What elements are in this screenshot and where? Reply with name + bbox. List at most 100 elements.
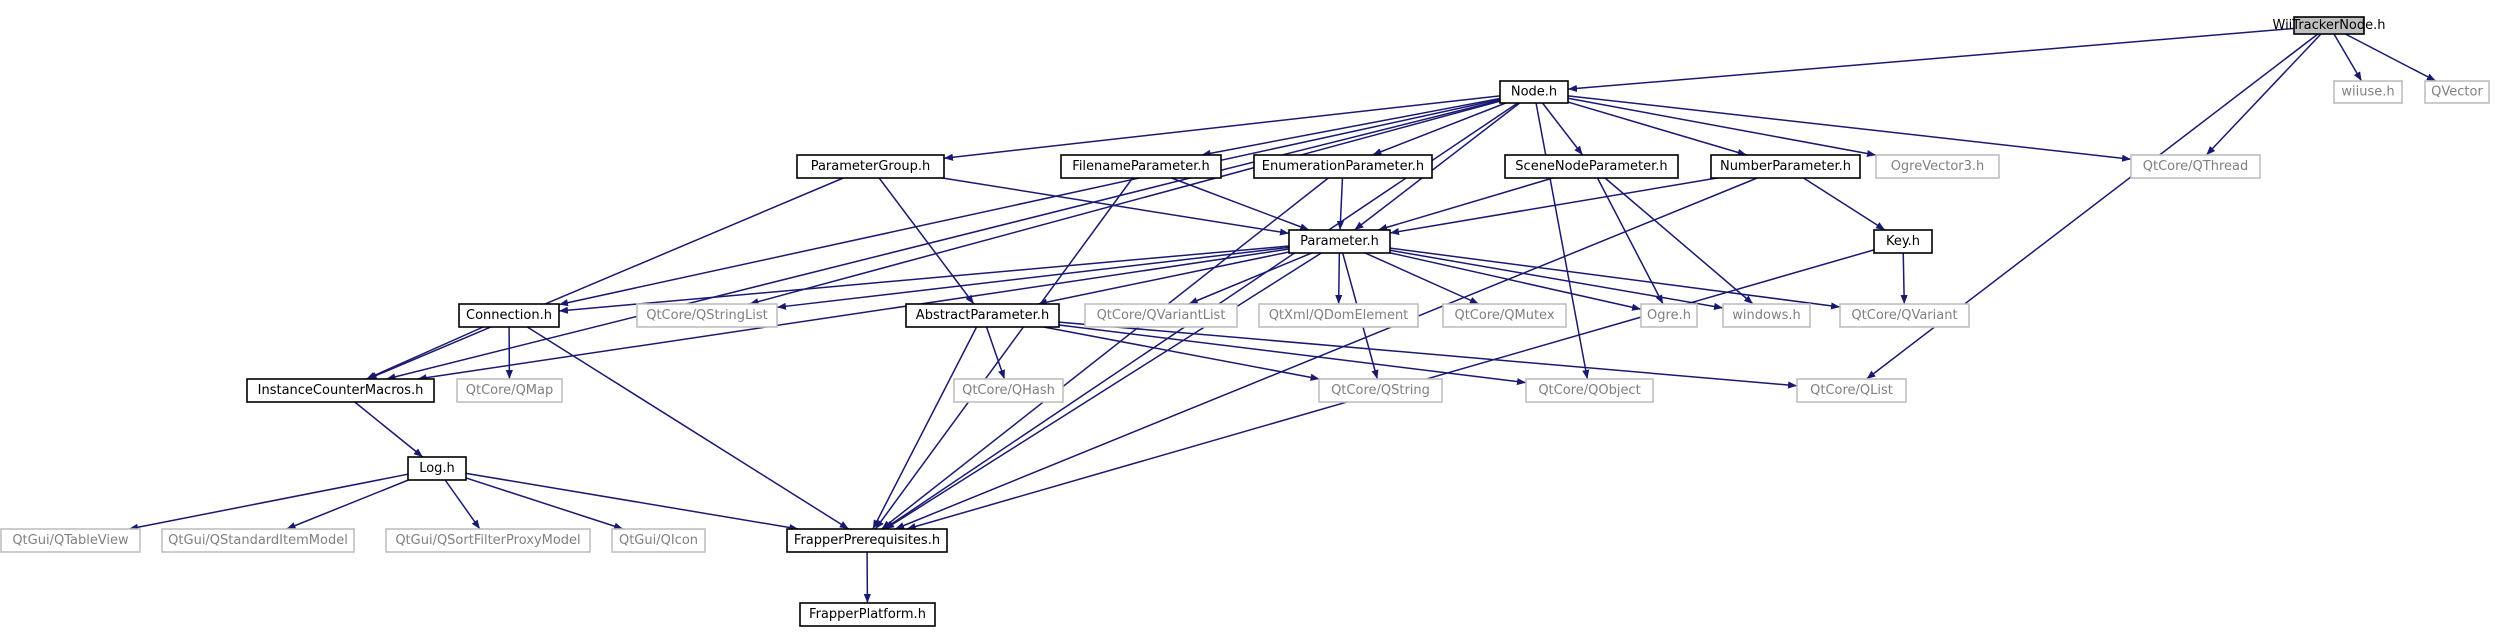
node-box-conn	[458, 303, 560, 328]
node-label-qtableview: QtGui/QTableView	[12, 533, 129, 548]
node-label-numparam: NumberParameter.h	[1720, 159, 1851, 174]
edge-key-to-qvariant	[1900, 252, 1908, 305]
node-box-param	[1288, 229, 1391, 254]
edge-param-to-qstrlist	[776, 246, 1290, 310]
edge-conn-to-icm	[366, 326, 484, 380]
edge-node-to-qstrlist	[749, 100, 1501, 306]
edge-absparam-to-qobject	[1058, 324, 1527, 386]
node-label-qvariant: QtCore/QVariant	[1851, 308, 1957, 323]
node-box-log	[407, 456, 467, 481]
edge-paramgroup-to-absparam	[878, 177, 975, 305]
node-box-node	[1499, 80, 1569, 104]
node-root[interactable]: WiiTrackerNode.h	[2273, 16, 2386, 35]
node-box-qmutex	[1442, 303, 1567, 328]
node-label-param: Parameter.h	[1300, 234, 1379, 249]
edge-scenenode-to-windows	[1604, 177, 1754, 305]
node-label-frapplat: FrapperPlatform.h	[809, 607, 926, 622]
edge-enumparam-to-param	[1336, 177, 1345, 231]
node-ogre: Ogre.h	[1640, 303, 1698, 328]
edge-node-to-param	[1354, 102, 1521, 231]
node-label-key: Key.h	[1886, 234, 1920, 249]
node-absparam[interactable]: AbstractParameter.h	[905, 303, 1060, 328]
edge-icm-to-log	[354, 401, 424, 458]
node-qmap: QtCore/QMap	[456, 378, 563, 403]
node-qsortproxy: QtGui/QSortFilterProxyModel	[385, 528, 591, 553]
edge-node-to-scenenode	[1541, 102, 1584, 156]
node-qstring: QtCore/QString	[1318, 378, 1443, 403]
node-frapreq[interactable]: FrapperPrerequisites.h	[786, 528, 948, 553]
node-box-qvariant	[1839, 303, 1970, 328]
node-box-root	[2293, 16, 2365, 35]
node-conn[interactable]: Connection.h	[458, 303, 560, 328]
node-qicon: QtGui/QIcon	[611, 528, 706, 553]
node-fileparam[interactable]: FilenameParameter.h	[1060, 154, 1222, 179]
node-key[interactable]: Key.h	[1873, 229, 1933, 254]
edge-param-to-windows	[1389, 249, 1724, 310]
node-node[interactable]: Node.h	[1499, 80, 1569, 104]
node-scenenode[interactable]: SceneNodeParameter.h	[1504, 154, 1679, 179]
node-log[interactable]: Log.h	[407, 456, 467, 481]
node-qdom: QtXml/QDomElement	[1258, 303, 1419, 328]
node-qhash: QtCore/QHash	[953, 378, 1064, 403]
edge-param-to-frapreq	[884, 252, 1322, 530]
edge-root-to-node	[1567, 27, 2295, 92]
edge-numparam-to-key	[1803, 177, 1886, 231]
node-box-scenenode	[1504, 154, 1679, 179]
node-label-windows: windows.h	[1732, 308, 1800, 323]
node-label-fileparam: FilenameParameter.h	[1072, 159, 1209, 174]
node-label-qlist: QtCore/QList	[1810, 383, 1893, 398]
node-box-qvector	[2424, 80, 2490, 104]
node-icm[interactable]: InstanceCounterMacros.h	[246, 378, 435, 403]
node-box-qhash	[953, 378, 1064, 403]
edge-scenenode-to-param	[1377, 177, 1554, 231]
edge-absparam-to-qlist	[1058, 321, 1798, 389]
edge-node-to-ogrevec	[1567, 97, 1877, 158]
node-label-node: Node.h	[1511, 85, 1557, 100]
node-label-qhash: QtCore/QHash	[962, 383, 1055, 398]
edge-param-to-qmutex	[1364, 252, 1480, 305]
node-label-qobject: QtCore/QObject	[1538, 383, 1640, 398]
node-box-enumparam	[1253, 154, 1433, 179]
edge-conn-to-frapreq	[526, 326, 850, 530]
node-box-qdom	[1258, 303, 1419, 328]
node-label-qdom: QtXml/QDomElement	[1269, 308, 1409, 323]
node-windows: windows.h	[1722, 303, 1811, 328]
node-box-qvarlist	[1084, 303, 1238, 328]
edge-root-to-wiiuse	[2333, 33, 2363, 82]
node-box-wiiuse	[2333, 80, 2403, 104]
node-qvarlist: QtCore/QVariantList	[1084, 303, 1238, 328]
edge-node-to-conn	[558, 98, 1501, 307]
node-qthread: QtCore/QThread	[2130, 154, 2261, 179]
node-qstrlist: QtCore/QStringList	[636, 303, 778, 328]
node-qobject: QtCore/QObject	[1525, 378, 1654, 403]
edge-log-to-qicon	[465, 477, 624, 530]
node-ogrevec: OgreVector3.h	[1875, 154, 2000, 179]
edge-node-to-paramgroup	[943, 95, 1501, 161]
node-box-numparam	[1710, 154, 1861, 179]
node-box-qobject	[1525, 378, 1654, 403]
edge-absparam-to-qstring	[1043, 326, 1320, 381]
node-label-paramgroup: ParameterGroup.h	[811, 159, 931, 174]
node-box-ogre	[1640, 303, 1698, 328]
node-label-qstring: QtCore/QString	[1331, 383, 1430, 398]
edge-log-to-qsortproxy	[444, 479, 481, 530]
node-label-qmap: QtCore/QMap	[466, 383, 553, 398]
node-numparam[interactable]: NumberParameter.h	[1710, 154, 1861, 179]
node-label-qstrlist: QtCore/QStringList	[646, 308, 768, 323]
node-box-fileparam	[1060, 154, 1222, 179]
node-paramgroup[interactable]: ParameterGroup.h	[796, 154, 945, 179]
node-frapplat[interactable]: FrapperPlatform.h	[799, 602, 936, 627]
node-label-qvarlist: QtCore/QVariantList	[1097, 308, 1226, 323]
edge-numparam-to-frapreq	[894, 177, 1758, 530]
node-label-scenenode: SceneNodeParameter.h	[1515, 159, 1667, 174]
node-qmutex: QtCore/QMutex	[1442, 303, 1567, 328]
edge-param-to-qdom	[1335, 252, 1343, 305]
node-label-absparam: AbstractParameter.h	[916, 308, 1049, 323]
node-box-qstrlist	[636, 303, 778, 328]
node-box-qstdmodel	[161, 528, 355, 553]
node-param[interactable]: Parameter.h	[1288, 229, 1391, 254]
node-label-enumparam: EnumerationParameter.h	[1262, 159, 1424, 174]
edge-absparam-to-qhash	[985, 326, 1006, 380]
node-enumparam[interactable]: EnumerationParameter.h	[1253, 154, 1433, 179]
